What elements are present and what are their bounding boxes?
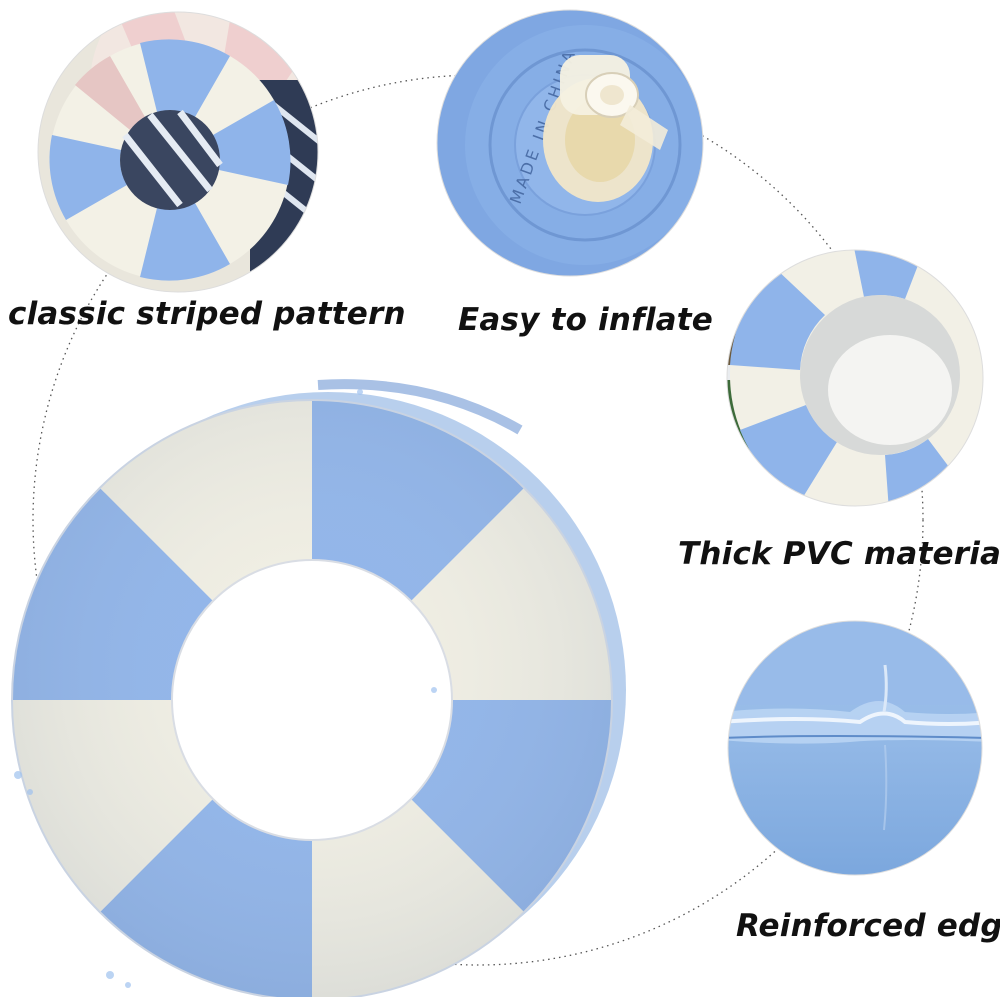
feature-label-reinforced-edge: Reinforced edge: [736, 908, 1000, 944]
feature-label-easy-inflate: Easy to inflate: [458, 302, 714, 338]
photo-valve: MADE IN CHINA: [437, 10, 703, 276]
swim-ring-main: [11, 379, 626, 997]
photo-reinforced-edge: [728, 621, 982, 875]
photo-pvc-ring: [727, 250, 983, 506]
feature-label-pvc-material: Thick PVC material: [678, 536, 1000, 572]
feature-label-striped-pattern: classic striped pattern: [8, 296, 406, 332]
photo-striped-pattern: [38, 12, 318, 292]
